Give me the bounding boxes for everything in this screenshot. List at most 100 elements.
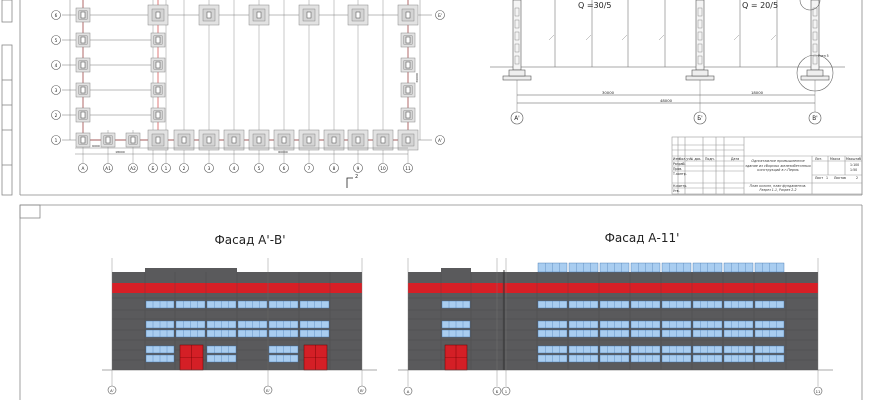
tb-stage: Лит.: [815, 157, 822, 161]
column-panel: [697, 7, 703, 17]
bottom-sheet-frame: [19, 204, 863, 400]
column-panel: [514, 55, 520, 65]
facade-right-axis-3-circle: [813, 386, 823, 396]
row-axis-6-circle: [51, 10, 61, 20]
tb-header-kol: Кол.уч: [679, 157, 690, 161]
dim-6000: 6000: [92, 144, 100, 148]
section-axis-1-label: Б': [697, 116, 703, 122]
tb-scale: Масштаб: [846, 157, 861, 161]
column: [306, 11, 312, 19]
column-panel: [514, 19, 520, 29]
row-axis-1-label: 1: [55, 138, 58, 144]
node-callout-top: [799, 0, 821, 11]
row-axis-2-label: 2: [55, 113, 58, 119]
node-callout: [796, 54, 834, 92]
crane-left-capacity: Q =30/5: [578, 1, 612, 10]
col-axis-А2-circle: [128, 163, 138, 173]
red-band: [408, 283, 818, 293]
section-column: [810, 0, 820, 71]
column-panel: [697, 43, 703, 53]
facade-right-axis-2-circle: [501, 386, 511, 396]
tb-project-title: Одноэтажное промышленное здание из сборн…: [745, 159, 811, 172]
col-axis-11-label: 11: [405, 166, 411, 172]
facade-left-axis-2-circle: [357, 385, 367, 395]
section-footing-step: [806, 69, 824, 77]
column: [405, 11, 411, 19]
column: [405, 111, 411, 119]
section-footing-step: [508, 69, 526, 77]
col-axis-5-label: 5: [258, 166, 261, 172]
col-axis-8-circle: [329, 163, 339, 173]
column-panel: [514, 7, 520, 17]
right-axis-b-label: Б': [438, 13, 442, 19]
tb-mass: Масса: [830, 157, 840, 161]
row-axis-3-circle: [51, 85, 61, 95]
col-axis-6-label: 6: [283, 166, 286, 172]
facade-right-axis-2-label: 1: [505, 389, 508, 394]
tb-scale-2: 1:50: [850, 168, 857, 172]
row-axis-3-label: 3: [55, 88, 58, 94]
column: [80, 111, 86, 119]
column: [256, 136, 262, 144]
column-panel: [514, 43, 520, 53]
column-panel: [514, 31, 520, 41]
section-footing: [502, 75, 532, 81]
column: [331, 136, 337, 144]
right-axis-b-circle: [435, 10, 445, 20]
facade-right-axis-1-label: Б: [496, 389, 499, 394]
facade-right-axis-1-circle: [492, 386, 502, 396]
column: [231, 136, 237, 144]
col-axis-4-label: 4: [233, 166, 236, 172]
column: [181, 136, 187, 144]
column: [380, 136, 386, 144]
row-axis-2-circle: [51, 110, 61, 120]
col-axis-А-label: А: [82, 166, 85, 172]
column-panel: [812, 43, 818, 53]
column: [281, 136, 287, 144]
section-mark-label: 2: [355, 174, 358, 180]
section-footing: [800, 75, 830, 81]
tb-header-doc: № док.: [690, 157, 701, 161]
facade-right-title: Фасад А-11': [605, 231, 680, 245]
tb-project-title-box: Одноэтажное промышленное здание из сборн…: [745, 159, 811, 172]
tb-role-check: Пров.: [673, 167, 682, 171]
facade-left-axis-0-label: А': [110, 388, 114, 393]
tb-scale-1: 1:100: [850, 163, 859, 167]
tb-role-tcontr: Т.контр.: [672, 172, 687, 176]
col-axis-А2-label: А2: [130, 166, 136, 172]
dim-36000: 36000: [415, 73, 419, 83]
col-axis-11-circle: [403, 163, 413, 173]
title-block-text: Изм. Кол.уч № док. Подп. Дата Разраб. Пр…: [672, 157, 861, 193]
col-axis-А1-label: А1: [105, 166, 111, 172]
facade-right-axis-0-label: А: [407, 389, 410, 394]
column: [155, 36, 161, 44]
tb-sheet-title-box: План колонн, план фундаментов. Разрез 1-…: [750, 184, 807, 192]
section-footing: [685, 75, 715, 81]
column: [155, 86, 161, 94]
facade-left-axis-1-label: Б': [266, 388, 270, 393]
column-panel: [812, 55, 818, 65]
column: [80, 36, 86, 44]
column: [105, 136, 111, 144]
column: [130, 136, 136, 144]
row-axis-5-label: 5: [55, 38, 58, 44]
right-axis-a-circle: [435, 135, 445, 145]
column: [306, 136, 312, 144]
tb-sheet-label: Лист: [815, 176, 823, 180]
node-label: Узел 5: [818, 54, 829, 58]
col-axis-2-circle: [179, 163, 189, 173]
section-axis-0-label: А': [514, 116, 520, 122]
row-axis-6-label: 6: [55, 13, 58, 19]
col-axis-Б-circle: [148, 163, 158, 173]
col-axis-А1-circle: [103, 163, 113, 173]
parapet-raised: [145, 268, 237, 273]
facade-left-axis-1-circle: [263, 385, 273, 395]
tb-sheets-num: 2: [856, 176, 858, 180]
parapet-raised: [441, 268, 471, 273]
facade-right-axis-3-label: 11: [816, 389, 821, 394]
leader: [585, 34, 592, 41]
column: [80, 86, 86, 94]
tb-role-approve: Утв.: [673, 189, 680, 193]
row-axis-4-label: 4: [55, 63, 58, 69]
